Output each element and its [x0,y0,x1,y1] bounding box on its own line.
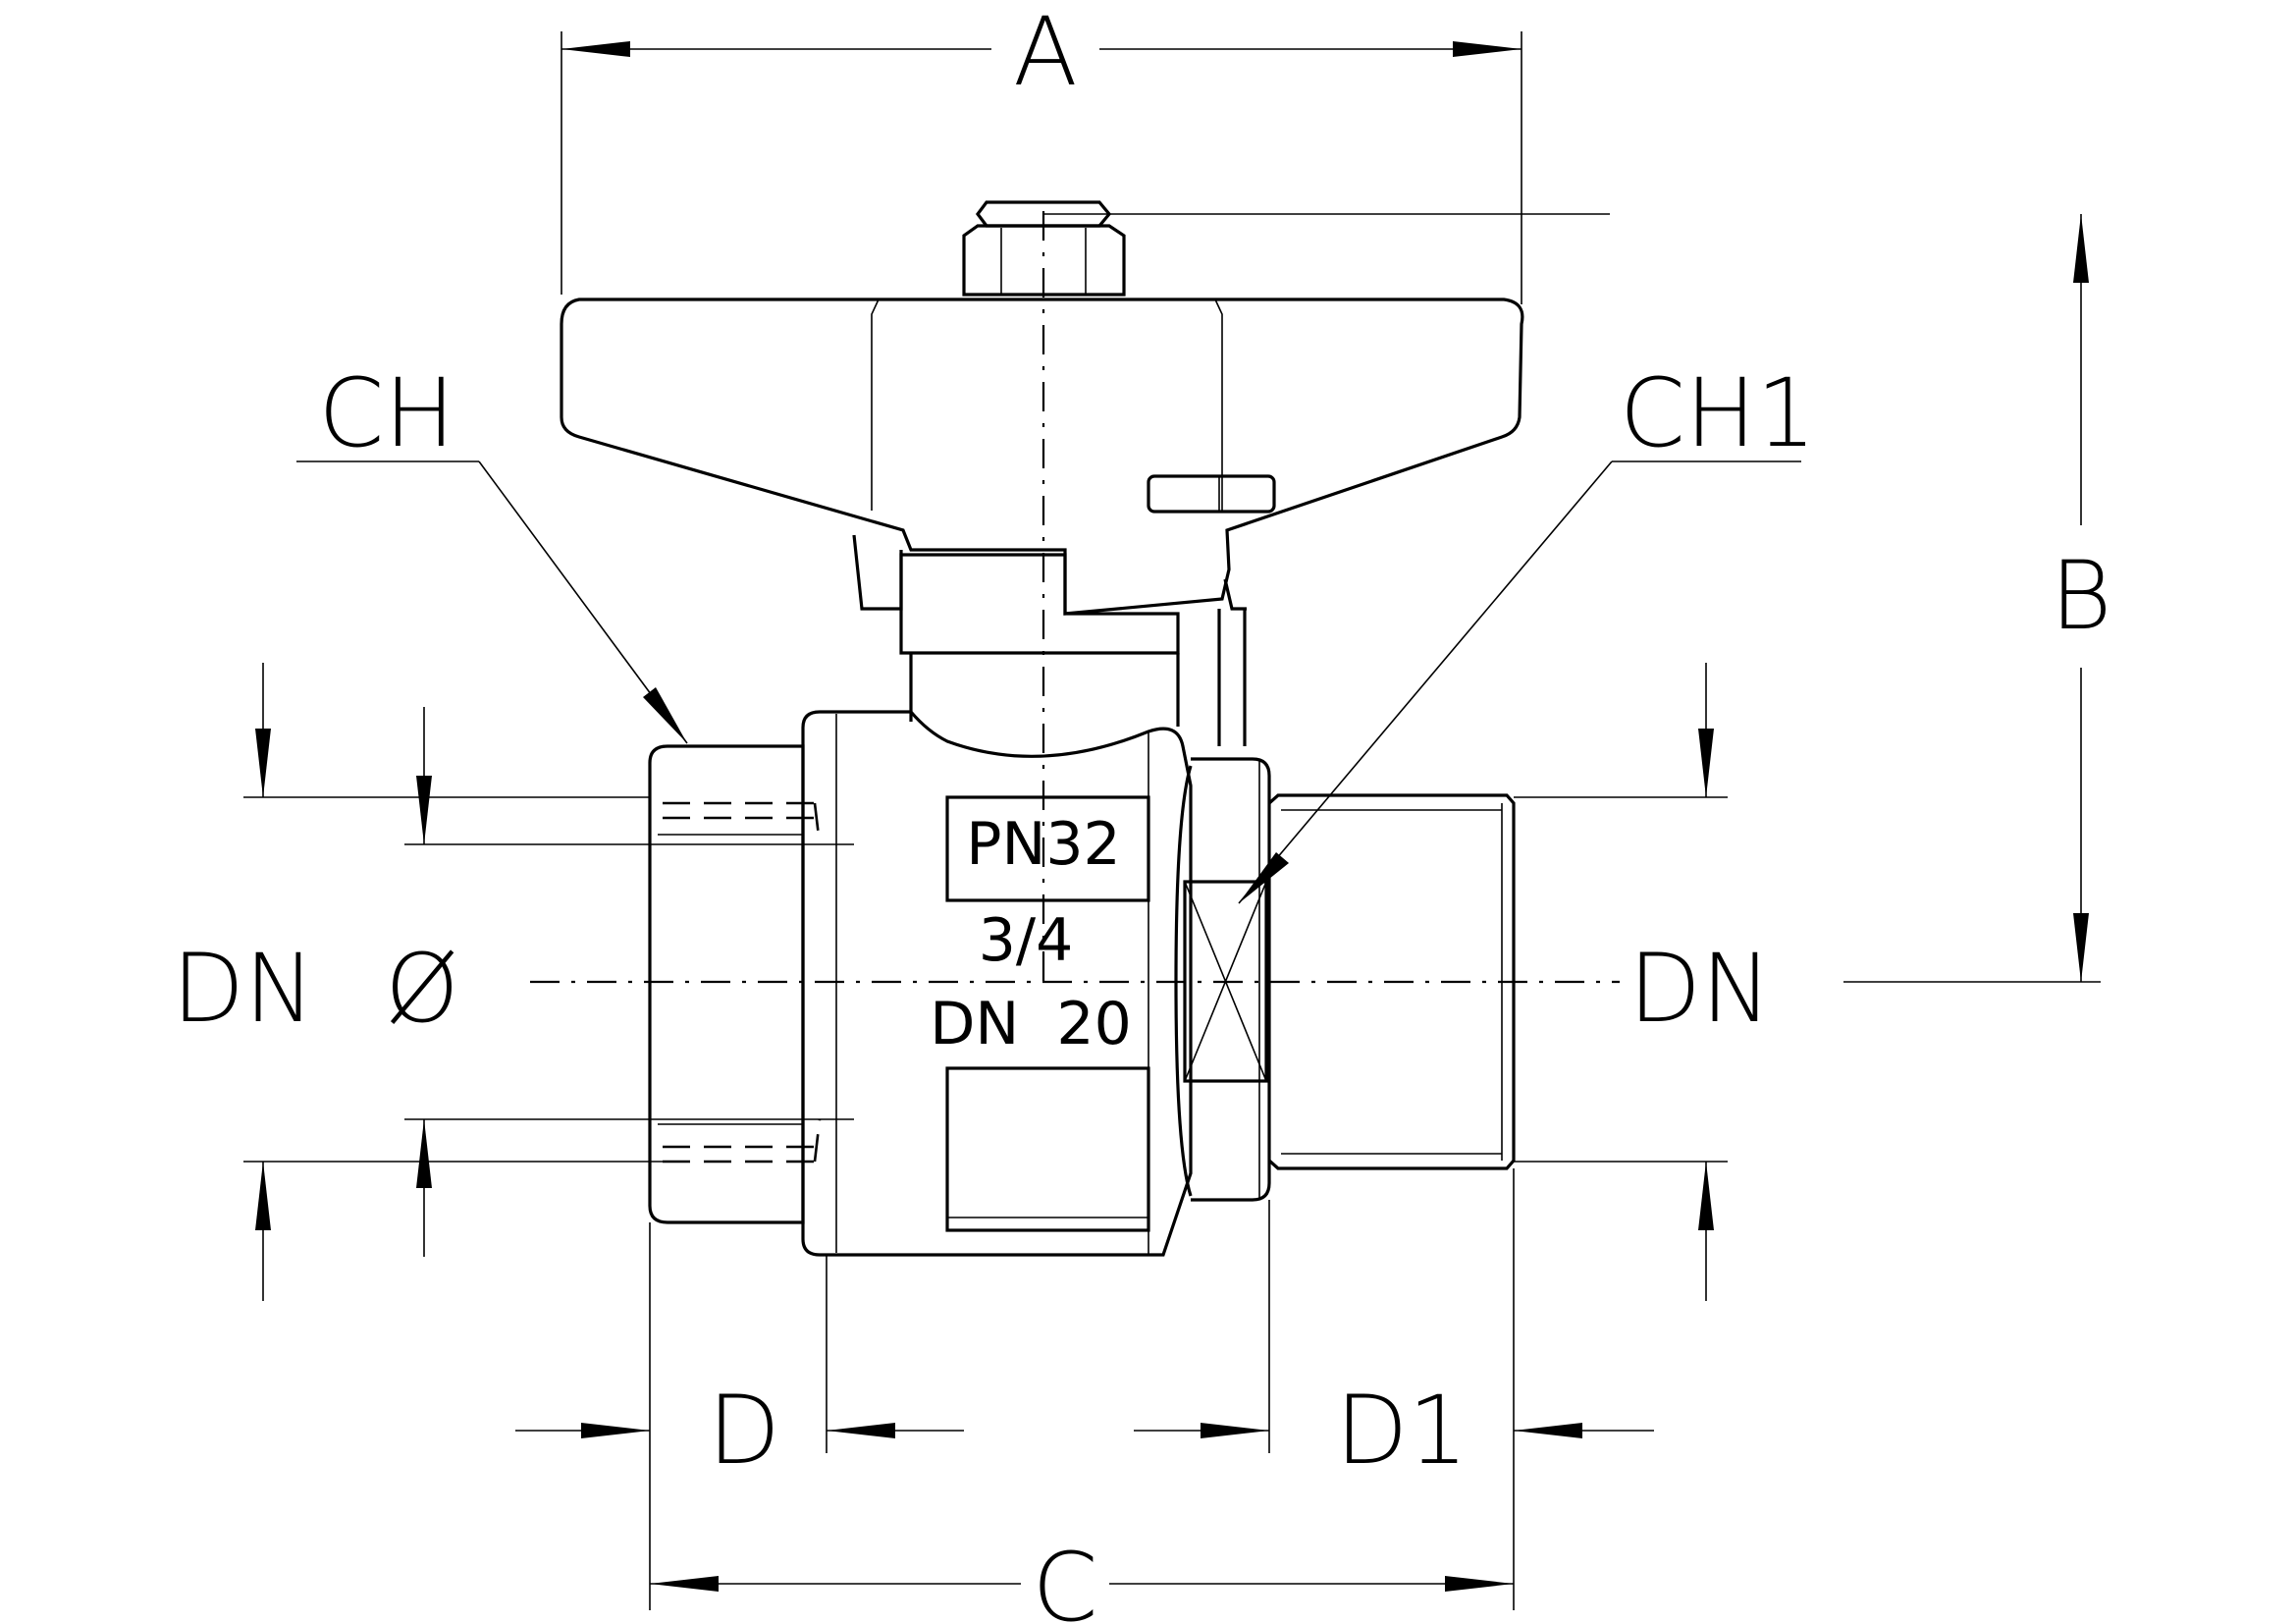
butterfly-handle [560,200,1524,616]
leader-ch1-arrow [1239,852,1289,903]
male-thread [1267,793,1516,1170]
dim-c-arrow-right [1445,1576,1514,1592]
dim-dn-left-arrow-bottom [255,1162,271,1230]
center-lines [530,211,1620,984]
leader-ch-arrow [643,687,687,743]
valve-body [801,710,1193,1257]
dim-a-arrow-left [561,41,630,57]
handle-boss-right [1214,298,1223,511]
valve-neck [899,553,1247,746]
dim-dia-arrow-top [416,776,432,844]
hex-nut [962,224,1126,297]
dim-d1 [1134,1200,1654,1453]
stem-packing [899,553,1180,655]
label-d: D [708,1376,780,1486]
wrench-flat-cross-2 [1184,881,1267,1082]
male-end [1174,757,1516,1202]
female-end [648,744,822,1224]
leader-ch1 [1238,460,1801,904]
label-ch: CH [318,358,454,468]
lock-tab [1147,474,1276,514]
label-dn-left: DN [172,934,315,1044]
marking-plate-bottom [945,1066,1150,1232]
dim-dn-left-arrow-top [255,729,271,797]
handle-skirt-left [852,534,903,611]
dim-c-arrow-left [650,1576,719,1592]
dim-dia [404,707,854,1257]
dim-d [515,1255,964,1453]
leader-ch1-line [1238,460,1613,904]
dim-dn-right-arrow-bottom [1698,1162,1714,1230]
label-dn-right: DN [1629,934,1772,1044]
label-dia: Ø [385,934,459,1044]
thread-hidden-end-bottom [813,1118,822,1163]
dim-a [561,31,1522,304]
leaders [296,460,1801,904]
wrench-flat [1183,880,1268,1083]
handle-boss-left [871,298,880,511]
dim-dn-left [243,663,663,1301]
label-b: B [2051,541,2112,651]
marking-pressure: PN32 [966,810,1120,879]
thread-hidden-end-top [813,802,822,845]
dim-c [649,1168,1515,1610]
dim-d1-arrow-left [1201,1423,1269,1438]
label-ch1: CH1 [1620,358,1816,468]
handle-skirt-right [1223,578,1247,611]
marking-plate-top [945,795,1150,902]
dim-b-arrow-top [2073,214,2089,283]
labels: A B C D D1 CH CH1 DN Ø DN PN32 3/4 DN 20 [172,0,2111,1624]
label-a: A [1013,0,1078,107]
dim-dn-right-arrow-top [1698,729,1714,797]
dim-d1-arrow-right [1514,1423,1582,1438]
leader-ch [296,460,688,744]
label-d1: D1 [1336,1376,1468,1486]
wing-handle [560,298,1524,616]
ch1-hex [1191,757,1271,1202]
female-hex [648,744,805,1224]
label-c: C [1032,1533,1097,1624]
dim-b-arrow-bottom [2073,913,2089,982]
dimensions [243,31,2101,1610]
dim-a-arrow-right [1453,41,1522,57]
marking-size: 3/4 [979,906,1074,975]
dim-d-arrow-left [581,1423,650,1438]
body-outline [801,710,1193,1257]
dim-d-arrow-right [827,1423,895,1438]
dim-dia-arrow-bottom [416,1119,432,1188]
dim-dn-right [1514,663,1728,1301]
dim-b [1043,213,2101,983]
ch1-hex-left-curve [1174,765,1193,1197]
marking-nominal: DN 20 [930,990,1132,1058]
